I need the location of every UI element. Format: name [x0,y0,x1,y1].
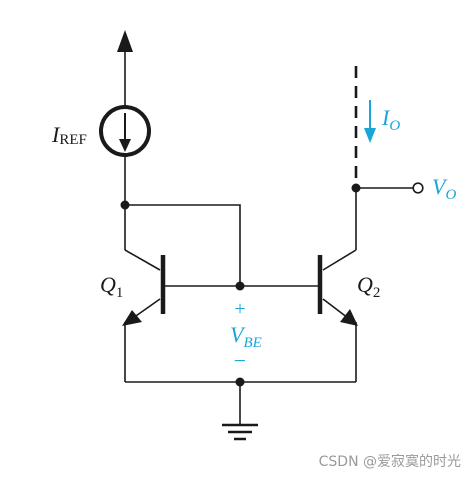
current-source-icon [99,105,151,157]
q1-label: Q1 [100,272,123,301]
collector-base-short-wire [125,204,241,286]
current-source-arrow-head [119,139,131,152]
q1-transistor [122,249,166,382]
q1-emitter-lead [132,298,161,319]
q2-label: Q2 [357,272,380,301]
q2-emitter-lead [322,298,349,319]
supply-arrow-icon [117,30,133,52]
output-branch [351,66,424,250]
q1-collector-lead [124,249,161,271]
q2-emitter-arrow-icon [340,309,358,326]
ground-branch [125,377,356,441]
q1-emitter-arrow-icon [122,310,142,326]
watermark-text: CSDN @爱寂寞的时光 [319,454,461,470]
q2-collector-lead [322,249,357,271]
output-terminal-icon [412,182,424,194]
base-node-dot [235,281,245,291]
vbe-label: VBE [230,322,262,351]
vbe-plus-sign: + [234,298,245,320]
iref-branch [99,30,151,250]
vbe-minus-sign: − [234,348,246,373]
io-arrow-icon [364,128,376,143]
iref-label: IREF [51,122,87,148]
q2-transistor [317,249,358,382]
vo-label: VO [432,174,456,203]
io-label: IO [381,105,400,134]
